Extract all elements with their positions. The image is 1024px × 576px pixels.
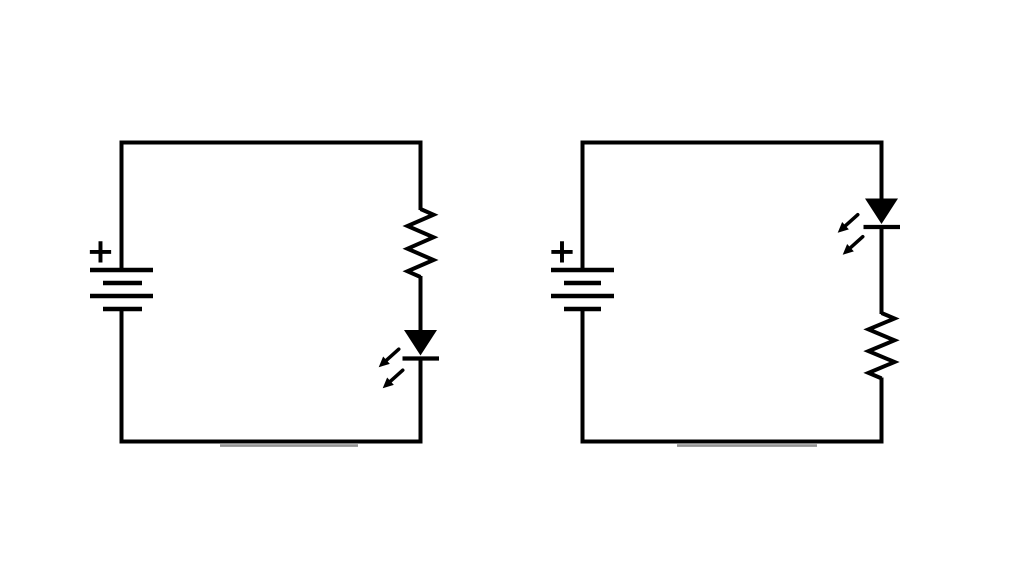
battery-positive-label: + — [548, 232, 577, 272]
resistor-icon — [863, 311, 900, 381]
circuit-right: + — [548, 140, 900, 447]
wire-loop — [580, 140, 884, 444]
light-emission-arrow — [832, 209, 863, 239]
resistor-icon — [402, 207, 439, 279]
led-icon — [832, 198, 900, 261]
battery-icon: + — [548, 232, 614, 312]
led-icon — [373, 330, 439, 394]
light-emission-arrow — [373, 343, 404, 373]
led-light-arrows — [373, 343, 408, 394]
light-emission-arrow — [837, 231, 868, 261]
led-triangle — [865, 198, 898, 224]
battery-positive-label: + — [86, 232, 115, 272]
circuit-left: + — [86, 140, 439, 447]
battery-icon: + — [86, 232, 153, 312]
light-emission-arrow — [377, 364, 408, 394]
wire-loop — [119, 140, 423, 444]
led-light-arrows — [832, 209, 868, 261]
led-triangle — [404, 330, 437, 356]
